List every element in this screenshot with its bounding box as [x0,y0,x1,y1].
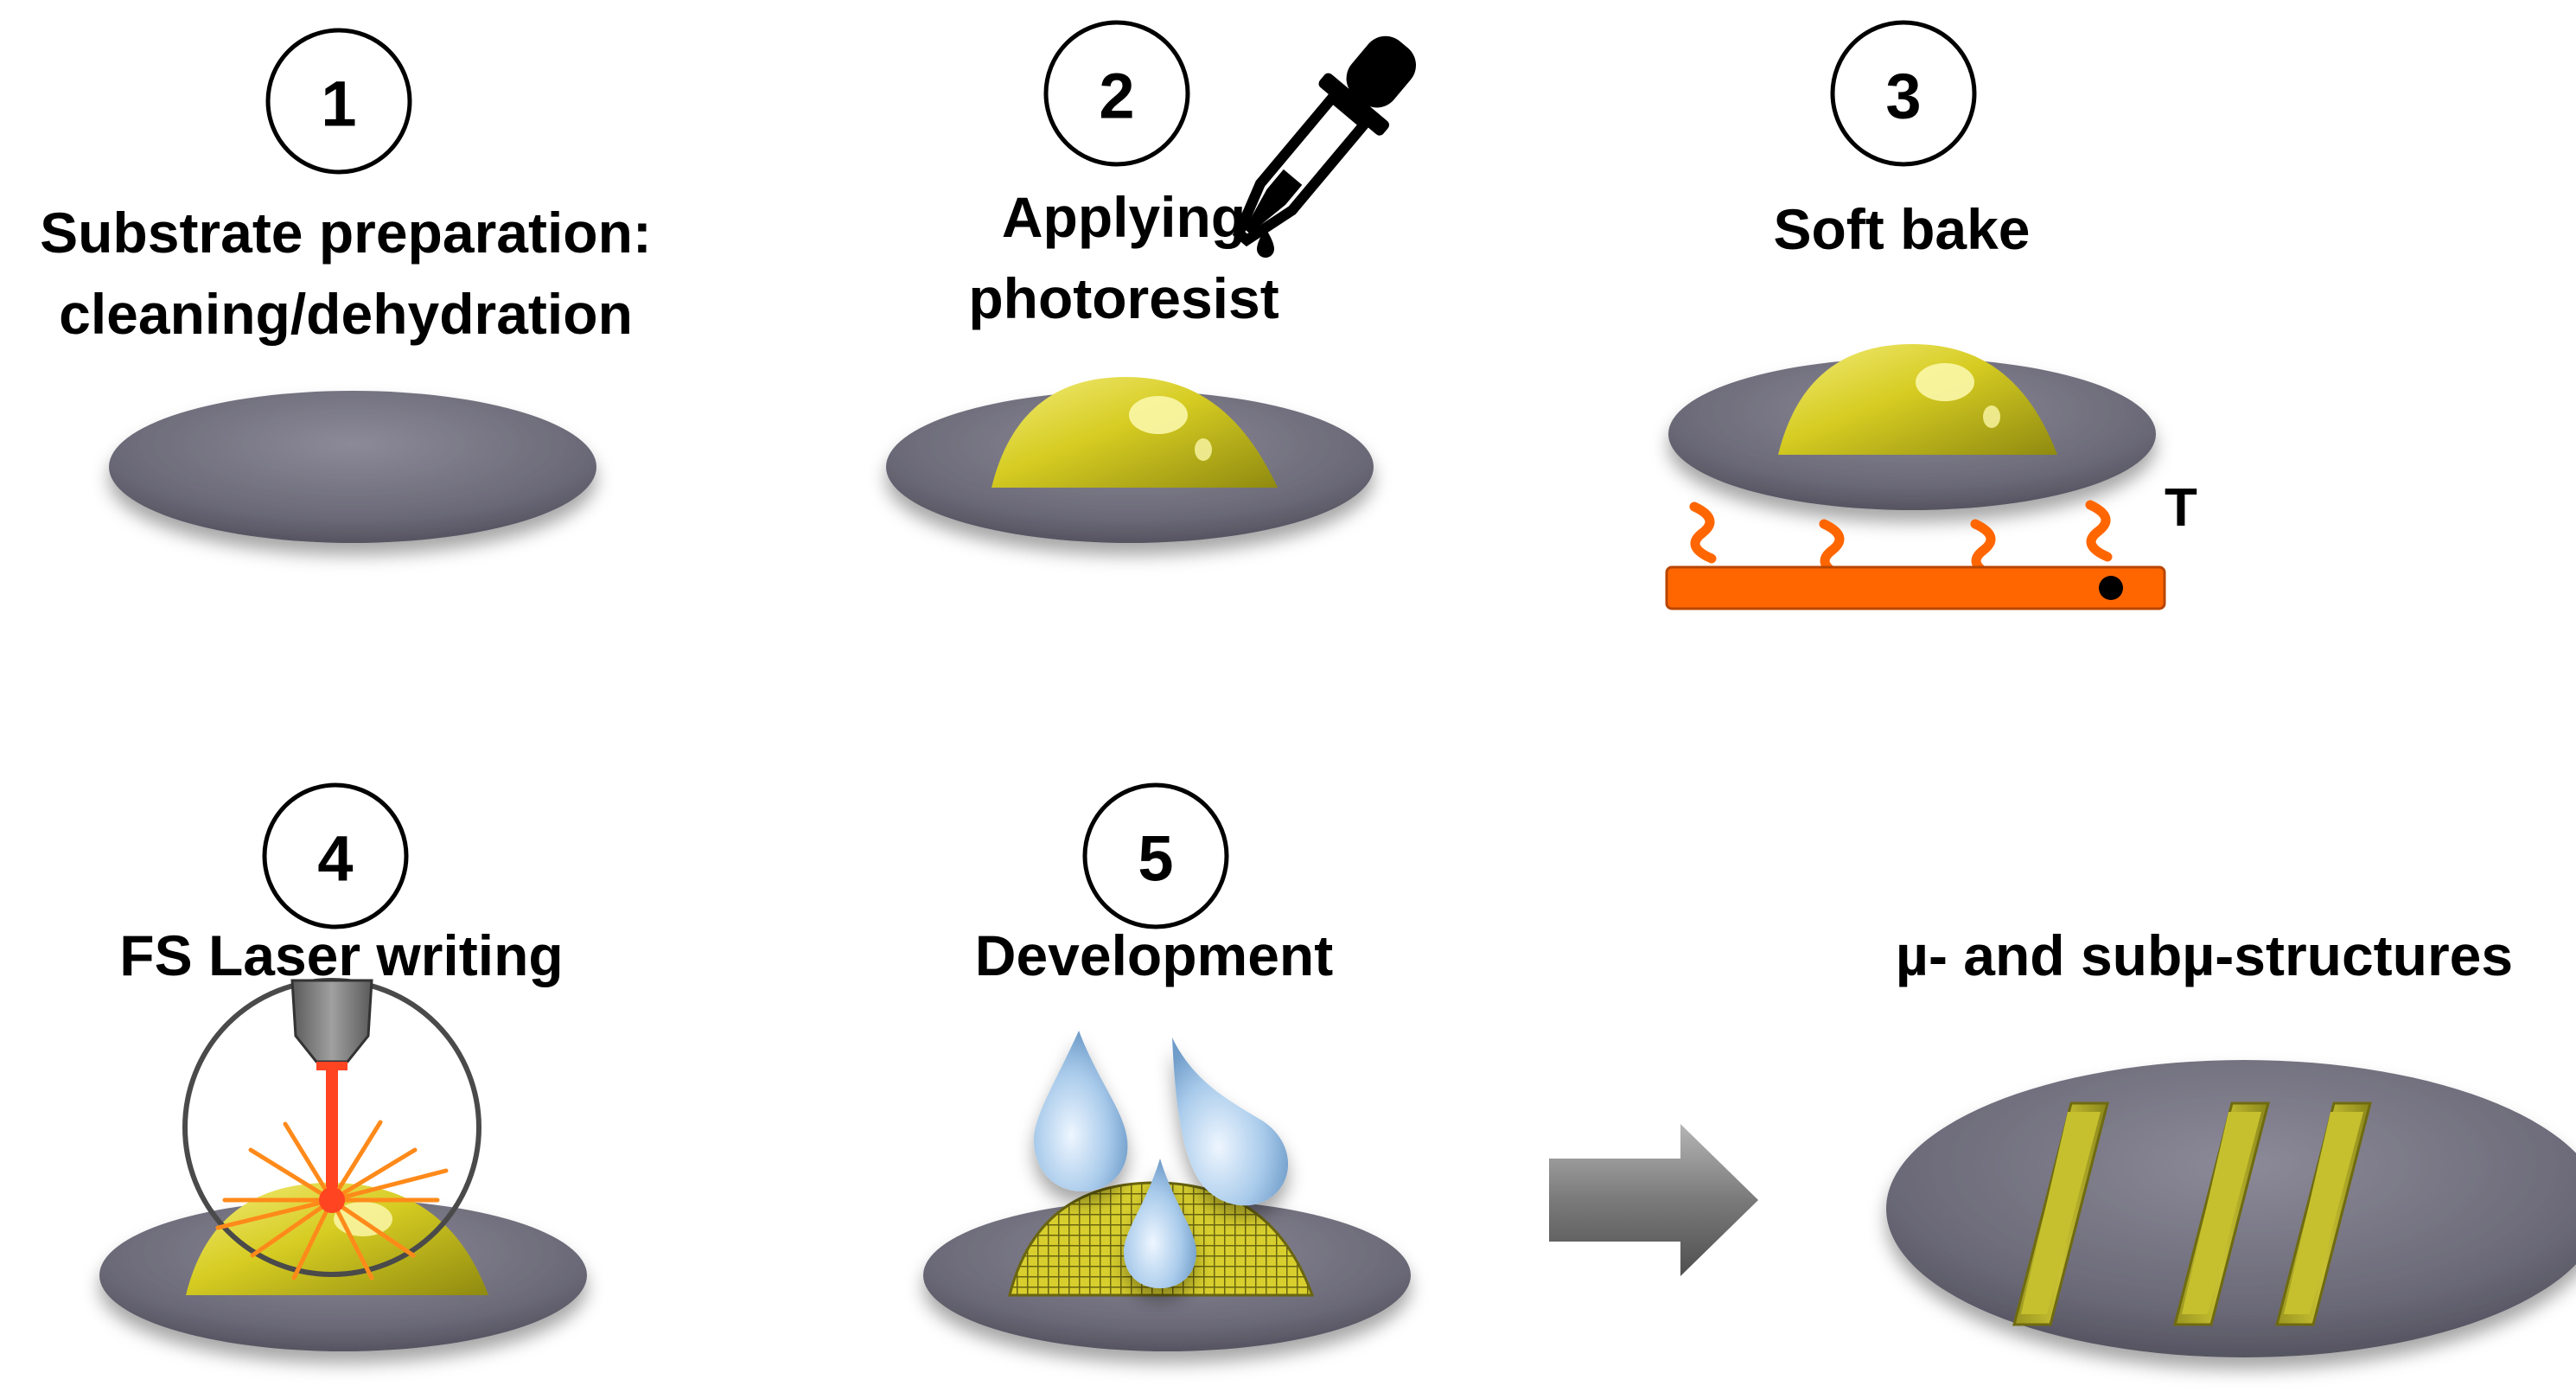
step-3-title-line-1: Soft bake [1773,197,2031,261]
hot-plate-heater [1665,565,2166,610]
step-2-title-line-2: photoresist [968,266,1279,330]
step-1-number-badge: 1 [265,28,412,175]
result-title: µ- and subµ-structures [1895,923,2514,987]
step-4-title-line-1: FS Laser writing [119,923,564,987]
laser-focal-point [319,1187,345,1213]
temperature-label: T [2165,478,2197,538]
step-3-number-badge: 3 [1830,20,1977,167]
developer-droplet-icons [1034,1031,1289,1288]
pipette-dropper-icon [1232,35,1417,258]
step-2-title: Applying photoresist [778,176,1470,339]
step-5-title: Development [808,915,1500,996]
step-2-title-line-1: Applying [1001,185,1247,249]
microstructure-bars [2012,1101,2372,1326]
step-5-number-badge: 5 [1082,782,1229,929]
svg-text:5: 5 [1138,823,1173,895]
substrate-disc [109,391,596,543]
step-4-number-badge: 4 [262,782,409,929]
svg-text:2: 2 [1099,61,1134,132]
svg-text:1: 1 [321,68,356,140]
svg-text:4: 4 [317,823,353,895]
step-5-title-line-1: Development [974,923,1334,987]
svg-text:3: 3 [1885,61,1921,132]
heat-wave-icons [1689,500,2113,581]
laser-spark-burst [215,1120,449,1280]
step-1-title: Substrate preparation: cleaning/dehydrat… [0,192,692,354]
laser-objective-icon [290,979,373,1070]
step-3-title: Soft bake [1556,188,2248,270]
step-1-title-line-2: cleaning/dehydration [59,282,633,346]
step-2-number-badge: 2 [1043,20,1190,167]
process-arrow [1549,1124,1758,1276]
photoresist-dome [1778,344,2057,455]
step-1-title-line-1: Substrate preparation: [40,201,652,265]
step-4-title: FS Laser writing [0,915,683,996]
photoresist-dome [992,377,1278,488]
